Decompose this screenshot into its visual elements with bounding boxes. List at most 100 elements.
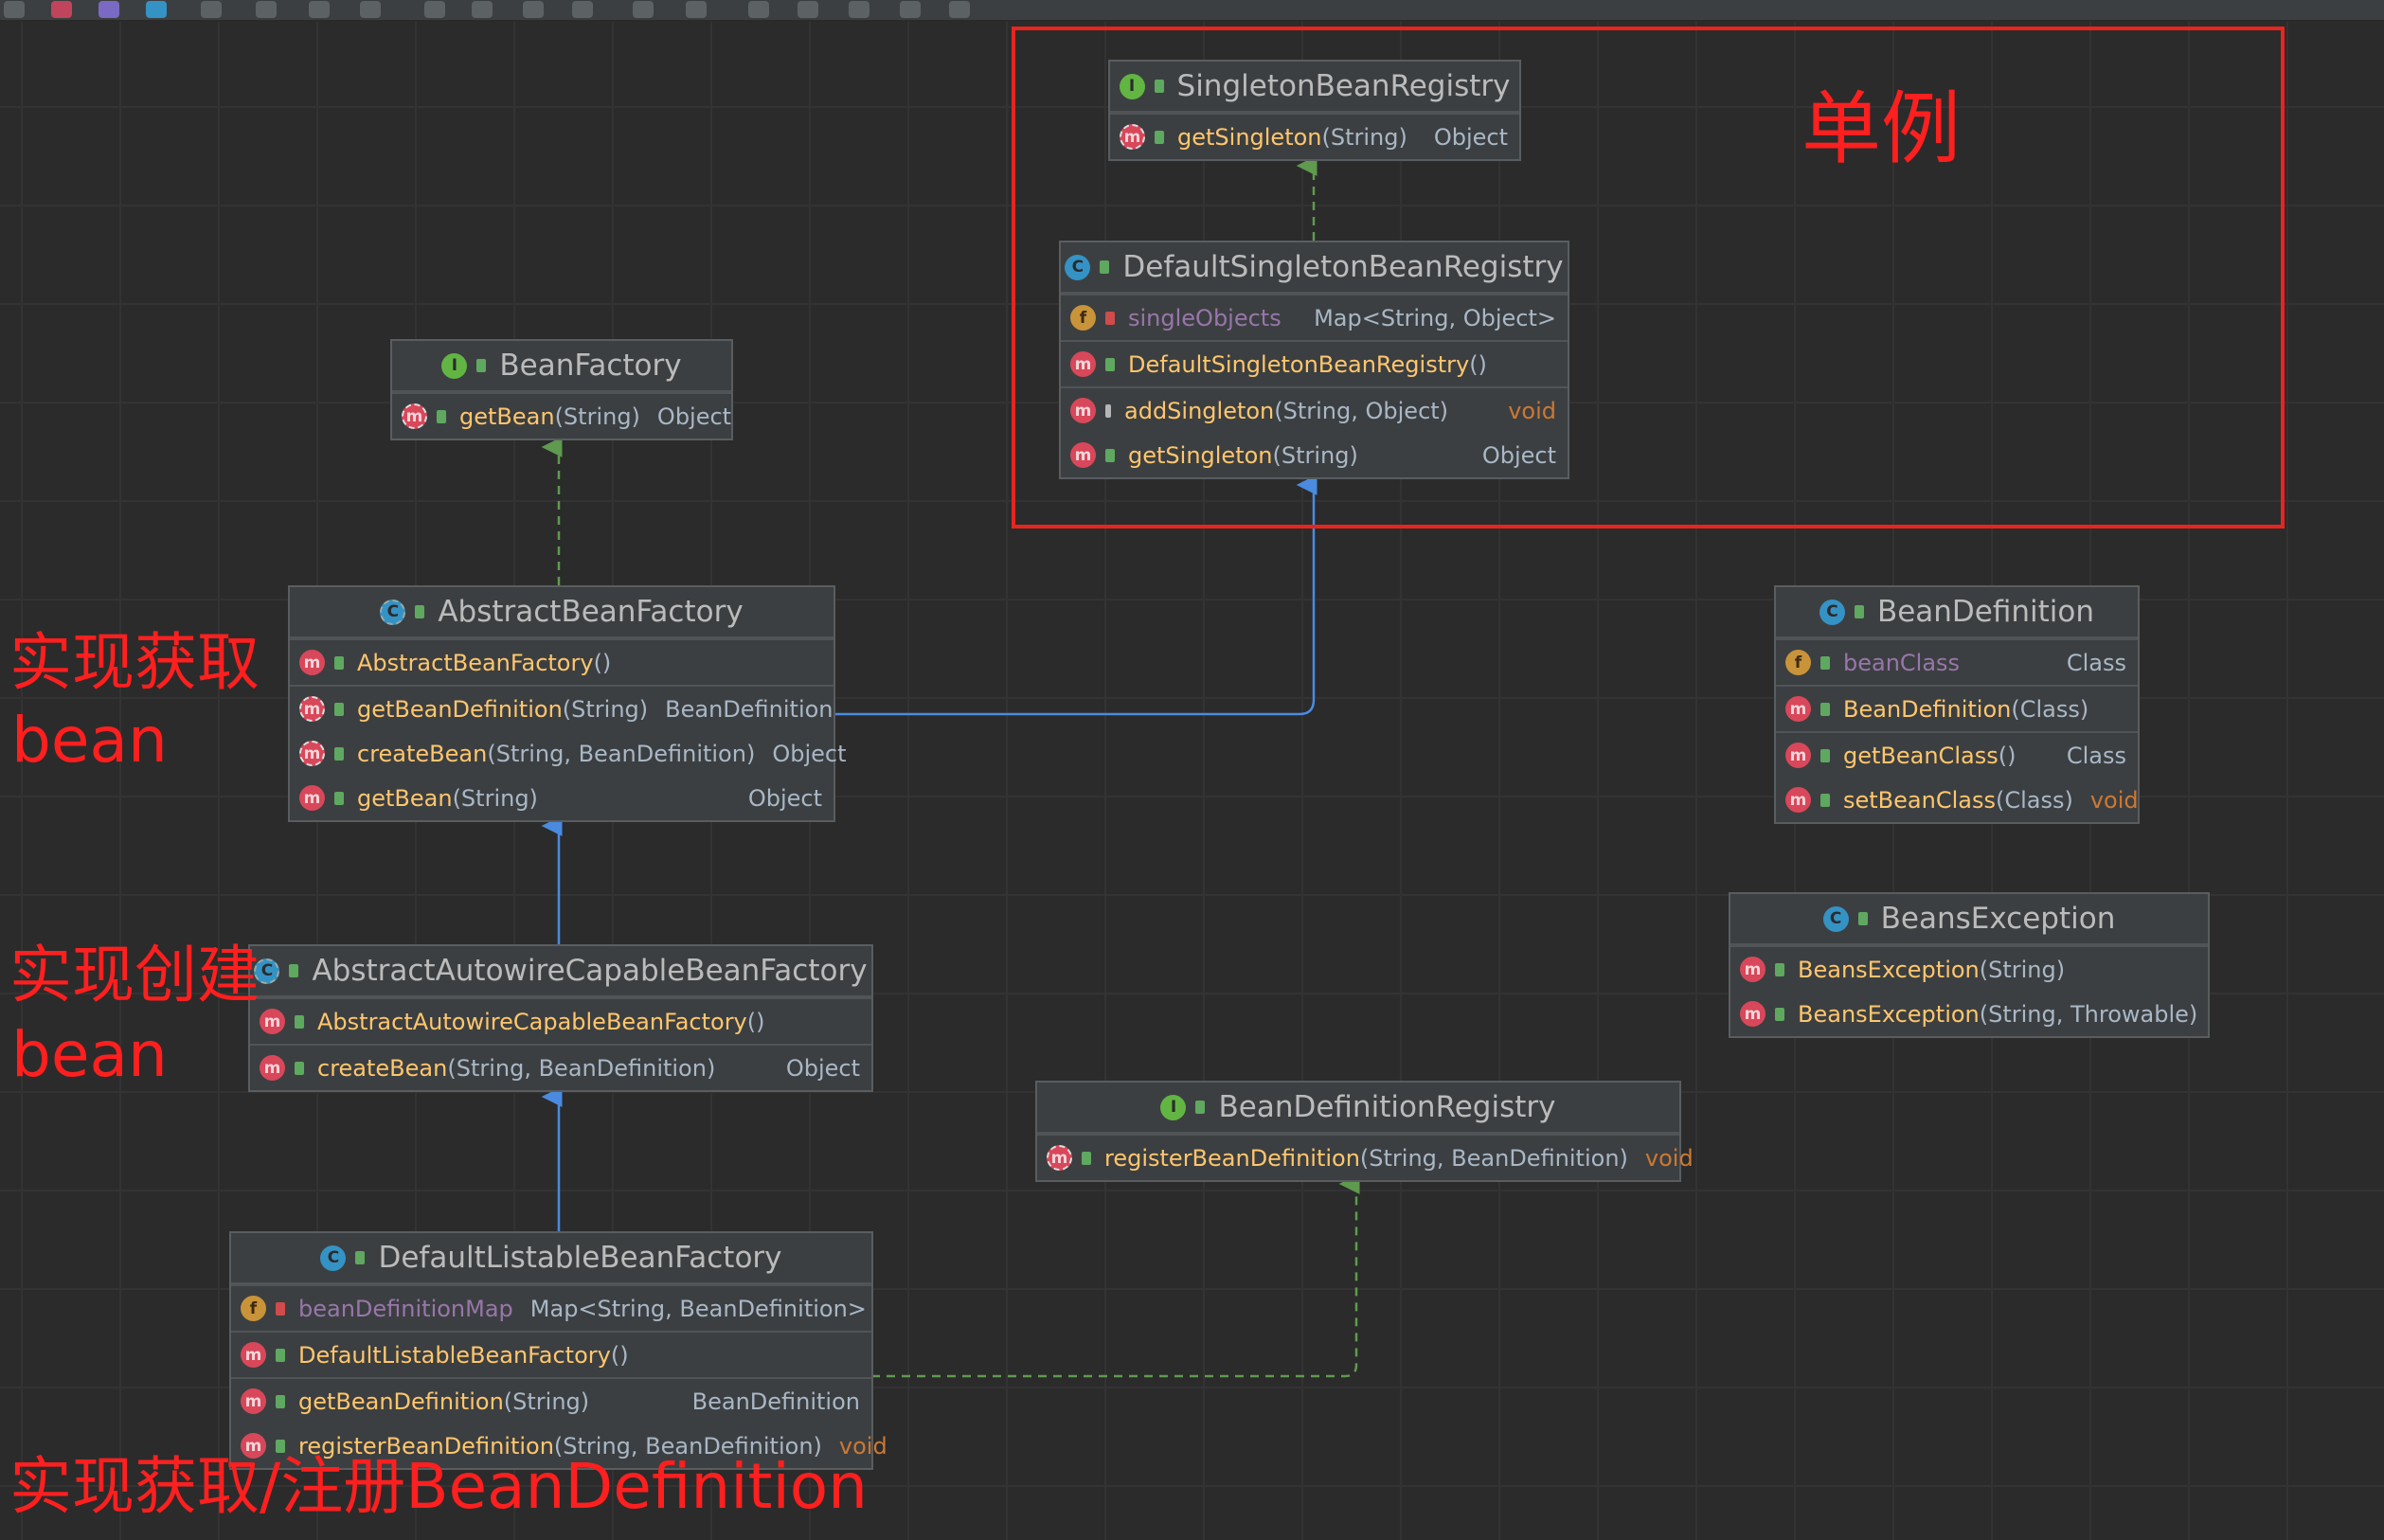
class-node-defaultlistablebeanfactory[interactable]: C DefaultListableBeanFactory f beanDefin… xyxy=(229,1231,887,1470)
toolbar-icon[interactable] xyxy=(900,1,921,18)
field-type: Class xyxy=(2066,649,2126,676)
toolbar-icon[interactable] xyxy=(633,1,654,18)
method-row[interactable]: m getSingleton (String) Object xyxy=(1061,433,1568,477)
method-row[interactable]: m getSingleton (String) Object xyxy=(1110,115,1519,159)
toolbar-icon[interactable] xyxy=(51,1,72,18)
method-row[interactable]: m getBean (String) Object xyxy=(290,776,834,820)
constructor-row[interactable]: m BeansException (String, Throwable) xyxy=(1730,992,2208,1036)
return-type: Object xyxy=(656,403,732,430)
edge-inheritance-registry xyxy=(834,475,1317,716)
toolbar-icon[interactable] xyxy=(472,1,493,18)
protected-visibility-icon xyxy=(1105,403,1111,418)
public-visibility-icon xyxy=(1105,357,1115,371)
method-icon: m xyxy=(299,650,325,675)
abstract-method-icon: m xyxy=(1047,1145,1072,1171)
method-params: (String, BeanDefinition) xyxy=(447,1054,716,1082)
class-node-beanfactory[interactable]: I BeanFactory m getBean (String) Object xyxy=(390,339,733,440)
method-row[interactable]: m getBeanClass () Class xyxy=(1776,733,2138,778)
toolbar-icon[interactable] xyxy=(424,1,445,18)
class-header: C AbstractBeanFactory xyxy=(290,587,834,638)
field-row[interactable]: f singleObjects Map<String, Object> xyxy=(1061,295,1568,340)
methods-section: m getBeanDefinition (String) BeanDefinit… xyxy=(290,685,847,820)
method-params: (String, Object) xyxy=(1274,397,1449,424)
constructor-name: BeansException xyxy=(1798,956,1980,983)
constructor-row[interactable]: m BeansException (String) xyxy=(1730,947,2208,992)
method-icon: m xyxy=(1740,957,1766,982)
toolbar-icon[interactable] xyxy=(146,1,167,18)
class-node-abstractbeanfactory[interactable]: C AbstractBeanFactory m AbstractBeanFact… xyxy=(288,585,847,822)
field-row[interactable]: f beanDefinitionMap Map<String, BeanDefi… xyxy=(231,1286,871,1331)
public-visibility-icon xyxy=(1105,448,1115,462)
method-row[interactable]: m createBean (String, BeanDefinition) Ob… xyxy=(250,1046,871,1090)
diagram-toolbar xyxy=(0,0,2384,22)
class-name: BeansException xyxy=(1880,902,2116,936)
class-node-singletonbeanregistry[interactable]: I SingletonBeanRegistry m getSingleton (… xyxy=(1108,60,1521,161)
toolbar-icon[interactable] xyxy=(949,1,970,18)
return-type: BeanDefinition xyxy=(691,1388,860,1415)
class-name: AbstractBeanFactory xyxy=(438,595,744,629)
toolbar-icon[interactable] xyxy=(798,1,818,18)
method-params: (String) xyxy=(1321,123,1407,151)
class-name: AbstractAutowireCapableBeanFactory xyxy=(312,954,868,988)
public-visibility-icon xyxy=(334,791,344,805)
constructor-row[interactable]: m BeanDefinition (Class) xyxy=(1776,687,2138,731)
class-node-beansexception[interactable]: C BeansException m BeansException (Strin… xyxy=(1729,892,2210,1038)
toolbar-icon[interactable] xyxy=(201,1,222,18)
class-node-defaultsingletonbeanregistry[interactable]: C DefaultSingletonBeanRegistry f singleO… xyxy=(1059,241,1569,479)
toolbar-icon[interactable] xyxy=(99,1,119,18)
constructor-row[interactable]: m AbstractAutowireCapableBeanFactory () xyxy=(250,999,871,1044)
public-visibility-icon xyxy=(334,746,344,761)
method-row[interactable]: m getBeanDefinition (String) BeanDefinit… xyxy=(290,687,834,731)
constructors-section: m BeansException (String) m BeansExcepti… xyxy=(1730,945,2208,1036)
method-icon: m xyxy=(1785,696,1811,722)
return-type: Object xyxy=(1433,123,1508,151)
toolbar-icon[interactable] xyxy=(360,1,381,18)
method-params: (String, BeanDefinition) xyxy=(487,740,756,767)
method-row[interactable]: m createBean (String, BeanDefinition) Ob… xyxy=(290,731,847,776)
private-visibility-icon xyxy=(1105,311,1115,325)
method-name: getBean xyxy=(459,403,555,430)
method-name: getBeanClass xyxy=(1843,742,1999,769)
class-name: SingletonBeanRegistry xyxy=(1176,69,1511,103)
abstract-class-icon: C xyxy=(380,599,406,625)
public-visibility-icon xyxy=(1155,130,1164,144)
constructor-row[interactable]: m DefaultListableBeanFactory () xyxy=(231,1333,871,1377)
public-visibility-icon xyxy=(415,605,425,618)
method-icon: m xyxy=(1070,442,1096,468)
method-row[interactable]: m registerBeanDefinition (String, BeanDe… xyxy=(231,1424,887,1468)
toolbar-icon[interactable] xyxy=(572,1,593,18)
method-row[interactable]: m setBeanClass (Class) void xyxy=(1776,778,2139,822)
class-node-abstractautowirecapablebeanfactory[interactable]: C AbstractAutowireCapableBeanFactory m A… xyxy=(248,944,873,1092)
method-params: (String) xyxy=(554,403,640,430)
singleton-highlight-box xyxy=(1012,27,2285,528)
toolbar-icon[interactable] xyxy=(4,1,25,18)
class-icon: C xyxy=(320,1245,347,1271)
toolbar-icon[interactable] xyxy=(686,1,707,18)
return-type: void xyxy=(1508,397,1556,424)
constructor-params: () xyxy=(610,1341,629,1369)
constructor-name: DefaultListableBeanFactory xyxy=(298,1341,611,1369)
constructor-row[interactable]: m DefaultSingletonBeanRegistry () xyxy=(1061,342,1568,386)
class-node-beandefinition[interactable]: C BeanDefinition f beanClass Class m Bea… xyxy=(1774,585,2140,824)
field-icon: f xyxy=(1785,650,1811,675)
abstract-method-icon: m xyxy=(299,741,325,766)
toolbar-icon[interactable] xyxy=(309,1,330,18)
class-header: I BeanDefinitionRegistry xyxy=(1037,1083,1679,1134)
method-row[interactable]: m getBean (String) Object xyxy=(392,394,731,439)
method-icon: m xyxy=(1785,787,1811,813)
method-row[interactable]: m registerBeanDefinition (String, BeanDe… xyxy=(1037,1136,1694,1180)
method-row[interactable]: m getBeanDefinition (String) BeanDefinit… xyxy=(231,1379,871,1424)
toolbar-icon[interactable] xyxy=(523,1,544,18)
constructor-name: BeanDefinition xyxy=(1843,695,2012,723)
method-row[interactable]: m addSingleton (String, Object) void xyxy=(1061,388,1568,433)
toolbar-icon[interactable] xyxy=(849,1,869,18)
field-row[interactable]: f beanClass Class xyxy=(1776,640,2138,685)
public-visibility-icon xyxy=(276,1439,285,1453)
toolbar-icon[interactable] xyxy=(256,1,277,18)
constructor-row[interactable]: m AbstractBeanFactory () xyxy=(290,640,834,685)
class-node-beandefinitionregistry[interactable]: I BeanDefinitionRegistry m registerBeanD… xyxy=(1035,1081,1694,1182)
abstract-method-icon: m xyxy=(299,696,325,722)
interface-icon: I xyxy=(1119,73,1145,99)
method-icon: m xyxy=(1785,743,1811,768)
toolbar-icon[interactable] xyxy=(748,1,769,18)
